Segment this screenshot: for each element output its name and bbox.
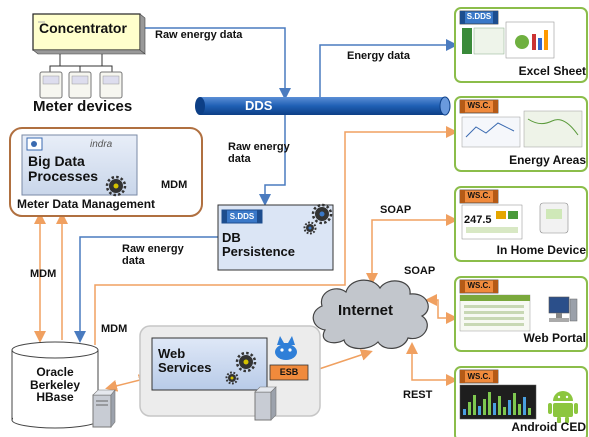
- edge-label-soap-2: SOAP: [404, 265, 436, 277]
- app-panel-0: [454, 7, 588, 83]
- edge-label-raw-energy-1: Raw energy data: [155, 29, 243, 41]
- app-label-android: Android CED: [511, 420, 586, 434]
- web-services-label: Web Services: [158, 346, 212, 375]
- db-persistence-label: DB Persistence: [222, 230, 295, 259]
- mdm-container: [9, 127, 203, 217]
- db-persistence-node: [217, 203, 334, 271]
- esb-container: [139, 325, 321, 421]
- app-label-excel: Excel Sheet: [518, 64, 586, 78]
- internet-webportal-arrow: [425, 294, 458, 324]
- android-icon: [548, 391, 578, 423]
- mdm-tag-label: MDM: [161, 179, 188, 191]
- app-tag-excel: S.DDS: [466, 12, 492, 21]
- computer-icon: [548, 296, 578, 322]
- orange-flows: [34, 126, 458, 392]
- ihd-reading: 247.5: [464, 214, 492, 226]
- meter-data-management-label: Meter Data Management: [17, 197, 156, 211]
- internet-cloud: [312, 279, 429, 350]
- app-label-ihd: In Home Device: [496, 243, 586, 257]
- app-tag-web-portal: WS.C.: [467, 281, 491, 290]
- concentrator-to-dds-arrow: [140, 27, 291, 100]
- meter-wires: [49, 54, 113, 74]
- app-panels: [454, 7, 588, 437]
- db-tag-label: S.DDS: [229, 212, 255, 221]
- esb-mascot-icon: [275, 336, 297, 360]
- app-panel-1: [454, 96, 588, 172]
- server-icon: [254, 386, 277, 421]
- app-tag-energy-areas: WS.C.: [467, 101, 491, 110]
- server-icon: [92, 389, 116, 428]
- edge-label-rest: REST: [403, 389, 433, 401]
- concentrator-label: Concentrator: [39, 20, 127, 36]
- edge-label-energy-data: Energy data: [347, 50, 410, 62]
- edge-label-mdm-left: MDM: [30, 268, 57, 280]
- edge-label-soap-1: SOAP: [380, 204, 412, 216]
- app-panel-4: [454, 366, 588, 437]
- dds-to-excel-arrow: [319, 39, 458, 97]
- app-panel-2: [454, 186, 588, 262]
- gear-icon: [225, 351, 257, 385]
- edge-label-mdm-mid: MDM: [101, 323, 128, 335]
- dds-to-db-arrow: [259, 115, 286, 206]
- internet-ihd-arrow: [366, 214, 458, 285]
- oracle-to-energy-areas-arrow: [94, 126, 458, 345]
- app-label-web-portal: Web Portal: [523, 331, 586, 345]
- dds-label: DDS: [245, 98, 273, 113]
- meter-devices-icons: [39, 71, 123, 99]
- meter-devices-label: Meter devices: [33, 98, 133, 115]
- oracle-database-node: [11, 341, 116, 429]
- mdm-logo-text: indra: [90, 139, 113, 150]
- big-data-label: Big Data Processes: [28, 153, 99, 184]
- concentrator-node: [32, 13, 146, 55]
- edge-label-raw-energy-3: Raw energy data: [122, 243, 184, 267]
- edge-label-raw-energy-2: Raw energy data: [228, 141, 290, 165]
- dds-bus: [195, 96, 451, 116]
- gear-icon: [105, 175, 127, 197]
- app-label-energy-areas: Energy Areas: [509, 153, 586, 167]
- blue-flows: [74, 27, 458, 343]
- app-panel-3: [454, 276, 588, 352]
- oracle-label: Oracle Berkeley HBase: [29, 365, 81, 405]
- app-tag-ihd: WS.C.: [467, 191, 491, 200]
- app-tag-android: WS.C.: [467, 372, 491, 381]
- db-to-oracle-arrow: [74, 236, 218, 343]
- esb-label: ESB: [279, 367, 299, 377]
- internet-android-arrow: [406, 342, 458, 386]
- internet-label: Internet: [338, 302, 394, 319]
- gear-icon: [303, 203, 333, 235]
